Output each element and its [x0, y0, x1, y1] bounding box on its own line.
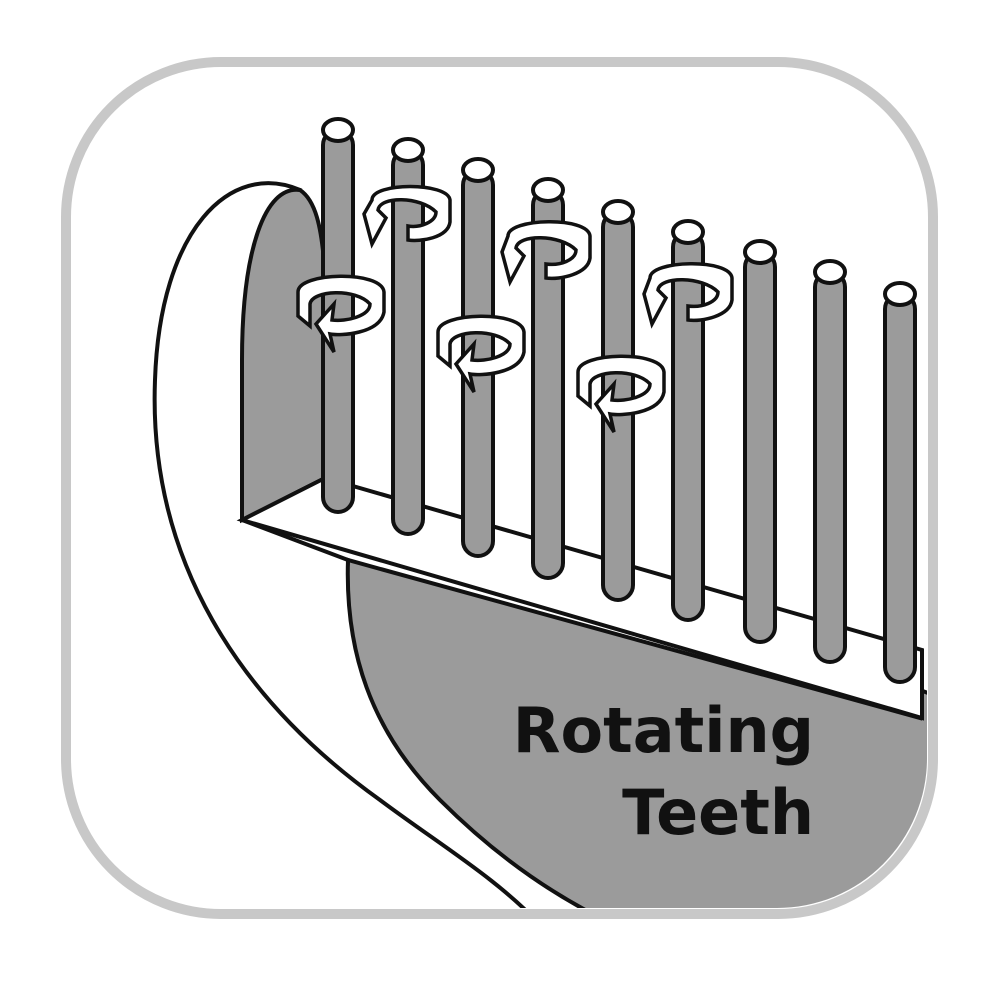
brush-head-strip [236, 475, 924, 721]
tooth [391, 137, 425, 536]
caption-line-1: Rotating [512, 694, 814, 767]
rotate-arrow-icon [576, 354, 666, 433]
tooth [883, 281, 917, 684]
rotate-arrow-icon [436, 314, 526, 393]
tooth [671, 219, 705, 622]
tooth [813, 259, 847, 664]
rotate-arrow-icon [296, 274, 386, 353]
feature-caption: Rotating Teeth [513, 690, 814, 854]
brush-handle [152, 181, 626, 908]
tooth [531, 177, 565, 580]
brush-end-face [240, 187, 327, 524]
rotate-arrow-icon [642, 262, 734, 329]
rotate-arrow-icon [500, 220, 592, 287]
rotation-arrows [296, 184, 734, 433]
caption-line-2: Teeth [622, 776, 814, 849]
tooth [743, 239, 777, 644]
rotate-arrow-icon [362, 184, 452, 249]
